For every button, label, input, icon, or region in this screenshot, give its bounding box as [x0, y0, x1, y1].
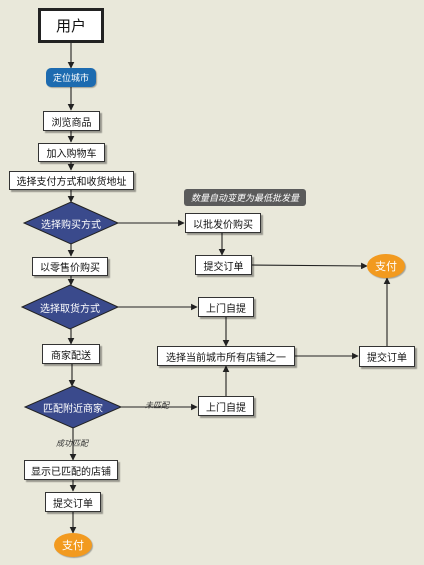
- diamond-choose-pickup: [20, 284, 120, 330]
- node-browse: 浏览商品: [43, 111, 100, 131]
- note-qty-auto-change: 数量自动变更为最低批发量: [184, 189, 306, 206]
- node-submit-order-2: 提交订单: [359, 346, 415, 367]
- label-match-store: 匹配附近商家: [43, 403, 103, 415]
- node-user: 用户: [38, 8, 104, 43]
- node-choose-store: 选择当前城市所有店铺之一: [157, 346, 295, 366]
- node-add-cart: 加入购物车: [38, 143, 105, 162]
- node-self-pickup-2: 上门自提: [198, 396, 254, 416]
- node-submit-order-3: 提交订单: [45, 492, 101, 512]
- node-self-pickup-1: 上门自提: [198, 297, 254, 317]
- node-show-matched: 显示已匹配的店铺: [24, 460, 118, 480]
- node-retail-buy: 以零售价购买: [32, 257, 108, 276]
- label-matched: 成功匹配: [56, 439, 88, 448]
- node-locate-city: 定位城市: [46, 68, 96, 87]
- label-choose-buy-mode: 选择购买方式: [41, 219, 101, 231]
- node-pay-2: 支付: [54, 533, 92, 557]
- edge-submit1-pay1: [251, 262, 368, 270]
- node-pay-1: 支付: [367, 254, 405, 278]
- node-choose-pay-addr: 选择支付方式和收货地址: [9, 171, 134, 190]
- node-wholesale-buy: 以批发价购买: [185, 213, 261, 233]
- node-submit-order-1: 提交订单: [195, 255, 252, 275]
- node-merchant-delivery: 商家配送: [42, 344, 100, 364]
- label-not-matched: 未匹配: [145, 401, 169, 410]
- label-choose-pickup: 选择取货方式: [40, 303, 100, 315]
